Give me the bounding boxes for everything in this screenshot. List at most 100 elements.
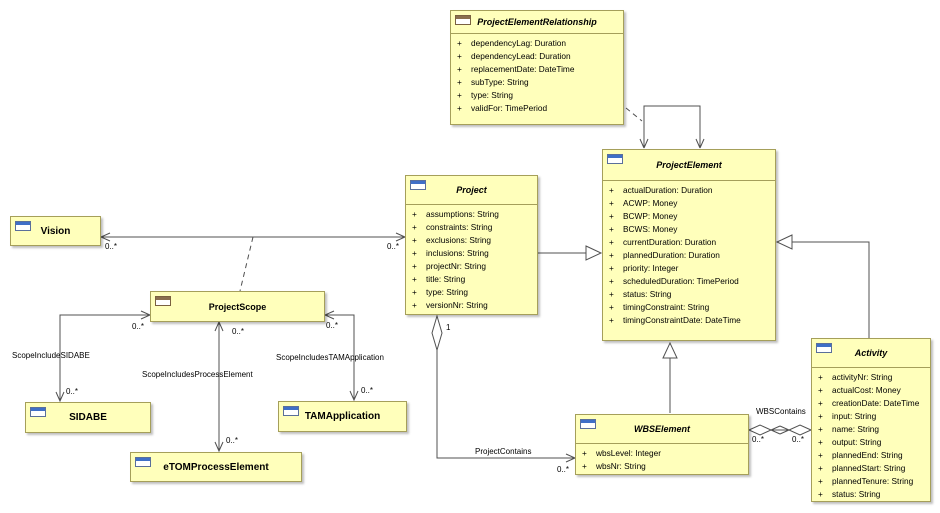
class-icon (580, 419, 596, 429)
class-icon (135, 457, 151, 467)
attribute: +dependencyLead: Duration (457, 51, 571, 61)
class-project[interactable]: Project +assumptions: String +constraint… (405, 175, 538, 315)
class-activity[interactable]: Activity +activityNr: String +actualCost… (811, 338, 931, 502)
attribute: +ACWP: Money (609, 198, 678, 208)
attribute: +inclusions: String (412, 248, 489, 258)
attribute: +scheduledDuration: TimePeriod (609, 276, 739, 286)
attribute: +status: String (818, 489, 881, 499)
attribute: +plannedEnd: String (818, 450, 903, 460)
attribute: +activityNr: String (818, 372, 893, 382)
multiplicity-activity-left: 0..* (792, 435, 805, 444)
attribute: +output: String (818, 437, 882, 447)
attribute: +name: String (818, 424, 880, 434)
activity-pe-generalization (792, 241, 870, 338)
multiplicity-scope-left: 0..* (132, 322, 145, 331)
class-vision[interactable]: Vision (10, 216, 101, 246)
class-project-element[interactable]: ProjectElement +actualDuration: Duration… (602, 149, 776, 341)
attribute-list: +assumptions: String +constraints: Strin… (406, 205, 537, 314)
multiplicity-vision-end: 0..* (105, 242, 118, 251)
attribute: +plannedStart: String (818, 463, 906, 473)
class-name: TAMApplication (304, 411, 381, 422)
class-name: Project (456, 185, 487, 195)
association-label-scope-tam: ScopeIncludesTAMApplication (276, 353, 384, 362)
class-icon (283, 406, 299, 416)
attribute: +actualCost: Money (818, 385, 901, 395)
attribute: +BCWP: Money (609, 211, 678, 221)
scope-tam-link (325, 314, 355, 400)
attribute: +currentDuration: Duration (609, 237, 717, 247)
attribute: +plannedDuration: Duration (609, 250, 720, 260)
multiplicity-scope-mid: 0..* (232, 327, 245, 336)
multiplicity-scope-right: 0..* (326, 321, 339, 330)
attribute: +input: String (818, 411, 877, 421)
class-name: WBSElement (633, 424, 690, 434)
attribute: +dependencyLag: Duration (457, 38, 567, 48)
class-header: Activity (812, 339, 930, 367)
class-wbs-element[interactable]: WBSElement +wbsLevel: Integer +wbsNr: St… (575, 414, 749, 475)
attribute: +wbsNr: String (582, 461, 646, 471)
multiplicity-wbs-project-end: 0..* (557, 465, 570, 474)
attribute: +priority: Integer (609, 263, 679, 273)
attribute: +timingConstraintDate: DateTime (609, 315, 741, 325)
attribute: +actualDuration: Duration (609, 185, 713, 195)
class-icon (455, 15, 471, 25)
multiplicity-wbs-right: 0..* (752, 435, 765, 444)
attribute: +versionNr: String (412, 300, 488, 310)
class-icon (816, 343, 832, 353)
class-icon (607, 154, 623, 164)
attribute: +title: String (412, 274, 466, 284)
attribute: +BCWS: Money (609, 224, 678, 234)
association-label-scope-process: ScopeIncludesProcessElement (142, 370, 253, 379)
class-project-element-relationship[interactable]: ProjectElementRelationship +dependencyLa… (450, 10, 624, 125)
attribute: +wbsLevel: Integer (582, 448, 662, 458)
attribute: +constraints: String (412, 222, 493, 232)
class-header: ProjectScope (151, 292, 324, 321)
class-icon (155, 296, 171, 306)
attribute: +exclusions: String (412, 235, 492, 245)
scope-sidabe-link (59, 314, 150, 401)
multiplicity-sidabe-end: 0..* (66, 387, 79, 396)
class-icon (410, 180, 426, 190)
attribute: +plannedTenure: String (818, 476, 914, 486)
class-name: Vision (40, 225, 71, 237)
class-name: eTOMProcessElement (163, 461, 269, 473)
multiplicity-etom-end: 0..* (226, 436, 239, 445)
class-tam-application[interactable]: TAMApplication (278, 401, 407, 432)
attribute: +assumptions: String (412, 209, 499, 219)
multiplicity-project-one: 1 (446, 323, 451, 332)
class-icon (15, 221, 31, 231)
attribute-list: +dependencyLag: Duration +dependencyLead… (451, 34, 623, 117)
class-header: ProjectElementRelationship (451, 11, 623, 33)
attribute: +timingConstraint: String (609, 302, 710, 312)
class-name: Activity (854, 348, 888, 358)
class-name: ProjectElement (656, 160, 722, 170)
attribute-list: +wbsLevel: Integer +wbsNr: String (576, 444, 748, 475)
class-icon (30, 407, 46, 417)
class-header: eTOMProcessElement (131, 453, 301, 481)
attribute: +replacementDate: DateTime (457, 64, 575, 74)
attribute: +validFor: TimePeriod (457, 103, 548, 113)
class-project-scope[interactable]: ProjectScope (150, 291, 325, 322)
class-sidabe[interactable]: SIDABE (25, 402, 151, 433)
attribute: +projectNr: String (412, 261, 486, 271)
class-name: ProjectScope (208, 301, 267, 312)
class-etom-process-element[interactable]: eTOMProcessElement (130, 452, 302, 482)
class-name: SIDABE (69, 412, 107, 423)
class-header: SIDABE (26, 403, 150, 432)
attribute-list: +activityNr: String +actualCost: Money +… (812, 368, 930, 503)
class-header: Project (406, 176, 537, 204)
attribute: +type: String (412, 287, 468, 297)
class-header: Vision (11, 217, 100, 245)
pe-self-link-left (643, 105, 701, 148)
class-header: ProjectElement (603, 150, 775, 180)
attribute: +type: String (457, 90, 513, 100)
class-header: TAMApplication (279, 402, 406, 431)
class-name: ProjectElementRelationship (477, 17, 597, 27)
attribute-list: +actualDuration: Duration +ACWP: Money +… (603, 181, 775, 329)
multiplicity-tam-end: 0..* (361, 386, 374, 395)
association-label-wbs-contains: WBSContains (756, 407, 806, 416)
association-label-project-contains: ProjectContains (475, 447, 532, 456)
attribute: +subType: String (457, 77, 529, 87)
multiplicity-project-vision-end: 0..* (387, 242, 400, 251)
